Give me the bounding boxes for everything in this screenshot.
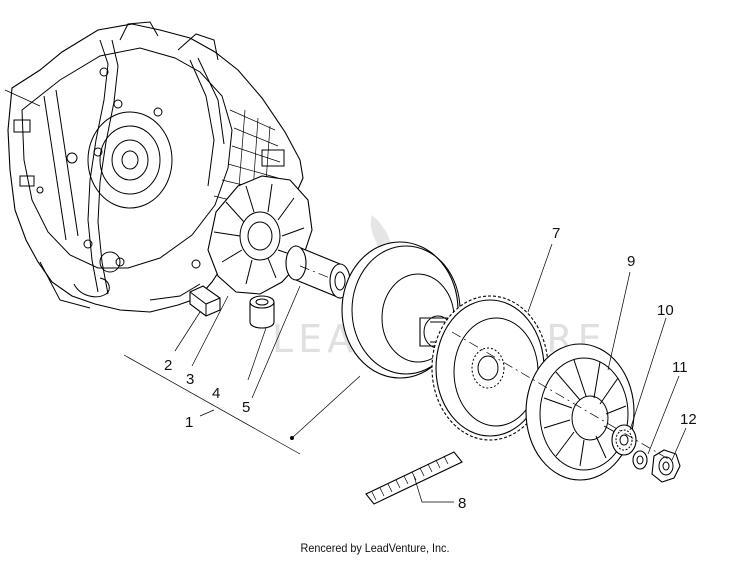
- part-2-slider: [189, 285, 221, 317]
- part-9-fan-face: [525, 343, 635, 481]
- callout-labels: 1 2 3 4 5 7 8 9 10 11 12: [164, 225, 697, 512]
- part-10-bearing: [611, 424, 637, 456]
- callout-5: 5: [242, 399, 250, 416]
- callout-2: 2: [164, 357, 172, 374]
- callout-10: 10: [657, 302, 674, 319]
- shaft-centerline: [4, 89, 671, 461]
- callout-3: 3: [186, 371, 194, 388]
- part-12-nut: [651, 449, 681, 483]
- callout-7: 7: [552, 225, 560, 242]
- callout-8: 8: [458, 495, 466, 512]
- footer-credit: Rencered by LeadVenture, Inc.: [300, 541, 450, 555]
- callout-9: 9: [627, 253, 635, 270]
- leader-lines: [123, 243, 687, 503]
- callout-4: 4: [212, 385, 220, 402]
- part-5-sleeve: [285, 245, 351, 299]
- callout-1: 1: [185, 414, 193, 431]
- callout-12: 12: [680, 411, 697, 428]
- callout-11: 11: [672, 359, 688, 376]
- part-11-washer: [632, 450, 648, 470]
- part-4-collar: [249, 295, 275, 329]
- leader-dot: [290, 436, 294, 440]
- part-8-cog-belt: [365, 451, 463, 505]
- part-7-ring-gear: [431, 295, 549, 441]
